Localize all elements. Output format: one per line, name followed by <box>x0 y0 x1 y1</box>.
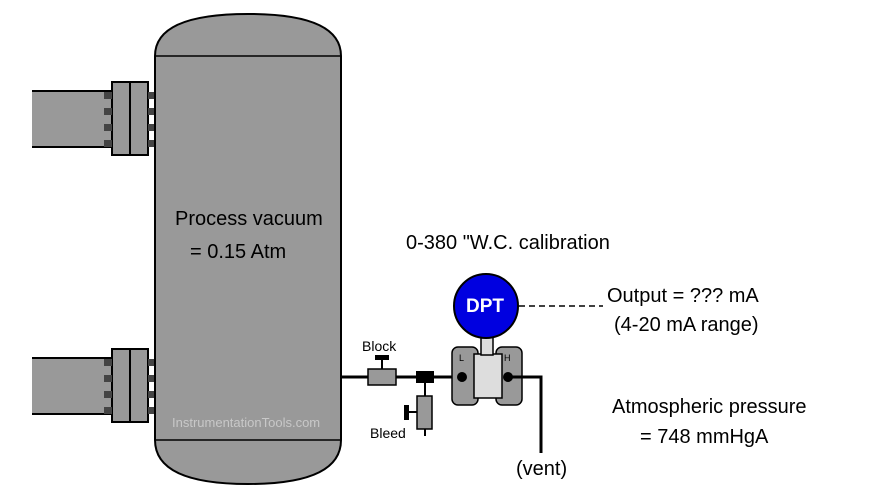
output-label: Output = ??? mA <box>607 285 759 307</box>
bleed-valve[interactable] <box>404 395 433 436</box>
upper-nozzle <box>32 81 155 156</box>
transmitter-head <box>453 273 519 339</box>
dp-transmitter <box>451 273 523 406</box>
vent-tube <box>508 375 543 453</box>
output-range-label: (4-20 mA range) <box>614 314 759 336</box>
block-valve[interactable] <box>367 355 397 386</box>
block-valve-label: Block <box>362 338 397 354</box>
calibration-label: 0-380 "W.C. calibration <box>406 232 610 254</box>
sensor-body <box>473 353 503 399</box>
lower-nozzle <box>32 348 155 423</box>
atmospheric-label-line1: Atmospheric pressure <box>612 396 807 418</box>
vessel-label-line2: = 0.15 Atm <box>190 241 287 263</box>
watermark: InstrumentationTools.com <box>172 415 321 430</box>
transmitter-neck <box>480 336 494 356</box>
atmospheric-label-line2: = 748 mmHgA <box>640 426 769 448</box>
tee-fitting <box>416 371 434 383</box>
bleed-valve-label: Bleed <box>370 425 406 441</box>
transmitter-tag: DPT <box>466 296 504 317</box>
vessel-label-line1: Process vacuum <box>175 208 323 230</box>
high-port-label: H <box>504 353 511 363</box>
low-port <box>457 372 467 382</box>
vent-label: (vent) <box>516 458 568 480</box>
low-port-label: L <box>459 353 465 363</box>
